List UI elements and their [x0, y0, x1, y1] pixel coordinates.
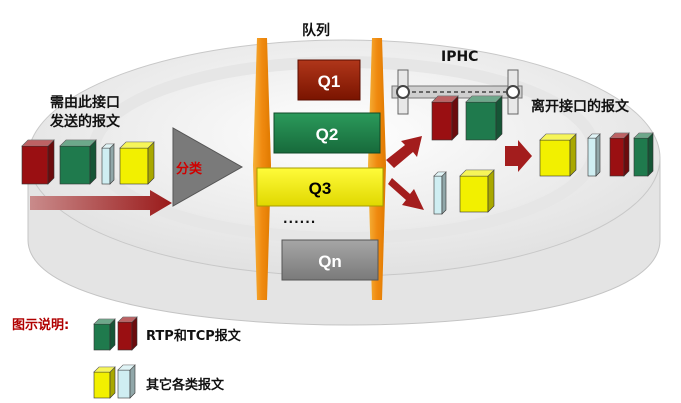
queue-title: 队列 — [302, 23, 330, 39]
legend-rtp-tcp-label: RTP和TCP报文 — [146, 329, 241, 344]
ingress-label-line2: 发送的报文 — [50, 114, 120, 130]
egress-packet-green — [633, 132, 654, 177]
other-packet-cyan — [433, 171, 447, 215]
svg-text:Q2: Q2 — [316, 125, 339, 144]
svg-text:Q3: Q3 — [309, 179, 332, 198]
other-packet-yellow — [459, 169, 495, 213]
ingress-packet-yellow — [119, 141, 155, 185]
iphc-label: IPHC — [441, 49, 479, 65]
egress-packet-yellow — [539, 133, 577, 177]
input-arrow — [30, 190, 172, 216]
legend-other-label: 其它各类报文 — [146, 378, 225, 393]
queue-qn: Qn — [281, 239, 379, 281]
queue-q3: Q3 — [256, 167, 384, 207]
ingress-packet-cyan — [101, 143, 115, 185]
classify-label: 分类 — [176, 162, 203, 177]
iphc-packet-red — [431, 95, 459, 141]
classifier-triangle — [172, 127, 244, 207]
egress-packet-cyan — [587, 133, 601, 177]
legend-packet-red — [117, 316, 138, 351]
legend-packet-yellow — [93, 366, 116, 399]
iphc-packet-green — [465, 95, 503, 141]
egress-label: 离开接口的报文 — [531, 99, 629, 115]
legend-packet-green — [93, 318, 116, 351]
queue-q2: Q2 — [273, 112, 381, 154]
ingress-packet-red — [21, 139, 55, 185]
iphc-compressor-icon — [391, 69, 523, 115]
ingress-packet-green — [59, 139, 97, 185]
arrow-to-other — [388, 178, 424, 210]
svg-text:Q1: Q1 — [318, 72, 341, 91]
egress-packet-red — [609, 132, 630, 177]
arrow-to-iphc — [386, 136, 422, 168]
queue-ellipsis: ...... — [283, 212, 317, 226]
legend-packet-cyan — [117, 364, 136, 399]
arrow-to-egress — [505, 140, 532, 172]
legend-title: 图示说明: — [12, 318, 70, 333]
svg-text:Qn: Qn — [318, 252, 342, 271]
queue-q1: Q1 — [297, 59, 361, 101]
ingress-label-line1: 需由此接口 — [50, 95, 120, 111]
